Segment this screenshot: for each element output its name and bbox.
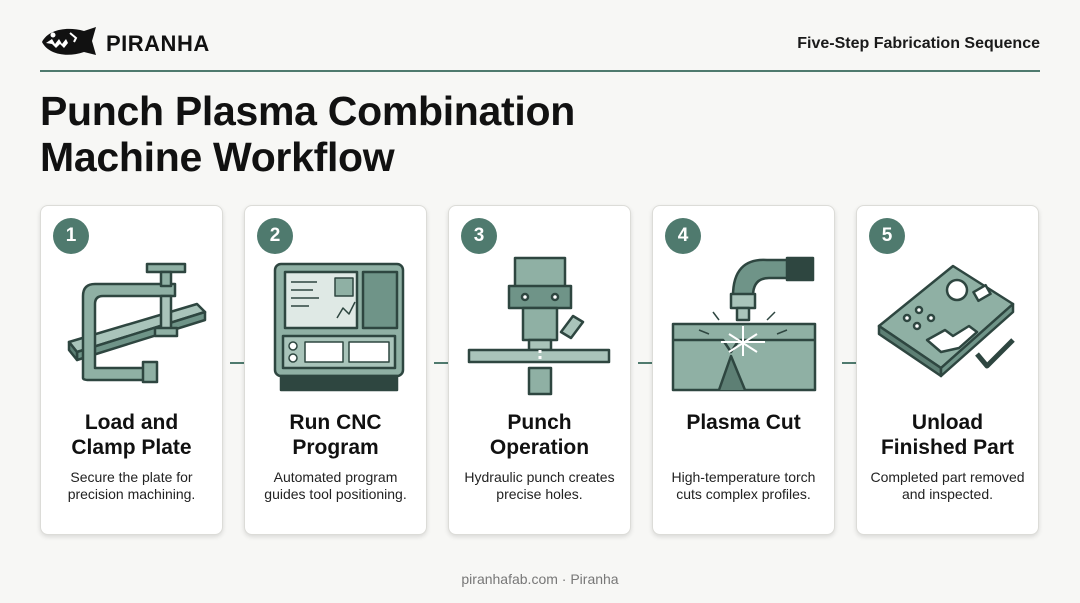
piranha-fish-icon <box>40 25 98 64</box>
page-title: Punch Plasma Combination Machine Workflo… <box>40 88 575 180</box>
step-title-2-line-1: Run CNC <box>289 411 382 434</box>
step-card-1: 1 Load and Clamp Plate Secure the <box>40 205 223 535</box>
step-card-3: 3 Punch Operation Hydrau <box>448 205 631 535</box>
workflow-steps: 1 Load and Clamp Plate Secure the <box>40 205 1040 537</box>
step-description-1: Secure the plate for precision machining… <box>67 469 196 502</box>
footer-text: piranhafab.com · Piranha <box>461 571 619 587</box>
step-card-4: 4 Plasma Cut <box>652 205 835 535</box>
step-number-4: 4 <box>665 218 701 254</box>
step-number-2: 2 <box>257 218 293 254</box>
step-description-3: Hydraulic punch creates precise holes. <box>464 469 615 502</box>
hydraulic-punch-icon <box>465 256 615 396</box>
step-title-2-line-2: Program <box>292 436 379 459</box>
c-clamp-plate-icon <box>57 256 207 396</box>
step-title-1: Load and Clamp Plate <box>45 410 218 460</box>
step-description-4: High-temperature torch cuts complex prof… <box>671 469 816 502</box>
header: PIRANHA Five-Step Fabrication Sequence <box>40 18 1040 72</box>
brand[interactable]: PIRANHA <box>40 25 210 64</box>
step-description-5: Completed part removed and inspected. <box>870 469 1025 502</box>
step-title-3: Punch Operation <box>453 410 626 460</box>
title-line-2: Machine Workflow <box>40 134 395 180</box>
brand-name: PIRANHA <box>106 31 210 56</box>
cnc-control-panel-icon <box>261 256 411 396</box>
step-title-4: Plasma Cut <box>657 410 830 435</box>
plasma-torch-icon <box>669 256 819 396</box>
step-card-5: 5 Unload Finished Pa <box>856 205 1039 535</box>
step-title-1-line-1: Load and <box>84 411 179 434</box>
step-title-5-line-2: Finished Part <box>880 436 1015 459</box>
step-title-4-line-1: Plasma Cut <box>686 411 801 434</box>
step-number-1: 1 <box>53 218 89 254</box>
step-number-3: 3 <box>461 218 497 254</box>
title-line-1: Punch Plasma Combination <box>40 88 575 134</box>
step-title-5-line-1: Unload <box>911 411 984 434</box>
finished-part-checkmark-icon <box>873 256 1023 396</box>
header-tagline: Five-Step Fabrication Sequence <box>797 35 1040 52</box>
step-title-1-line-2: Clamp Plate <box>71 436 192 459</box>
step-number-5: 5 <box>869 218 905 254</box>
step-title-5: Unload Finished Part <box>861 410 1034 460</box>
step-card-2: 2 Run CNC <box>244 205 427 535</box>
step-description-2: Automated program guides tool positionin… <box>264 469 407 502</box>
step-title-3-line-2: Operation <box>489 436 590 459</box>
step-title-2: Run CNC Program <box>249 410 422 460</box>
step-title-3-line-1: Punch <box>507 411 572 434</box>
